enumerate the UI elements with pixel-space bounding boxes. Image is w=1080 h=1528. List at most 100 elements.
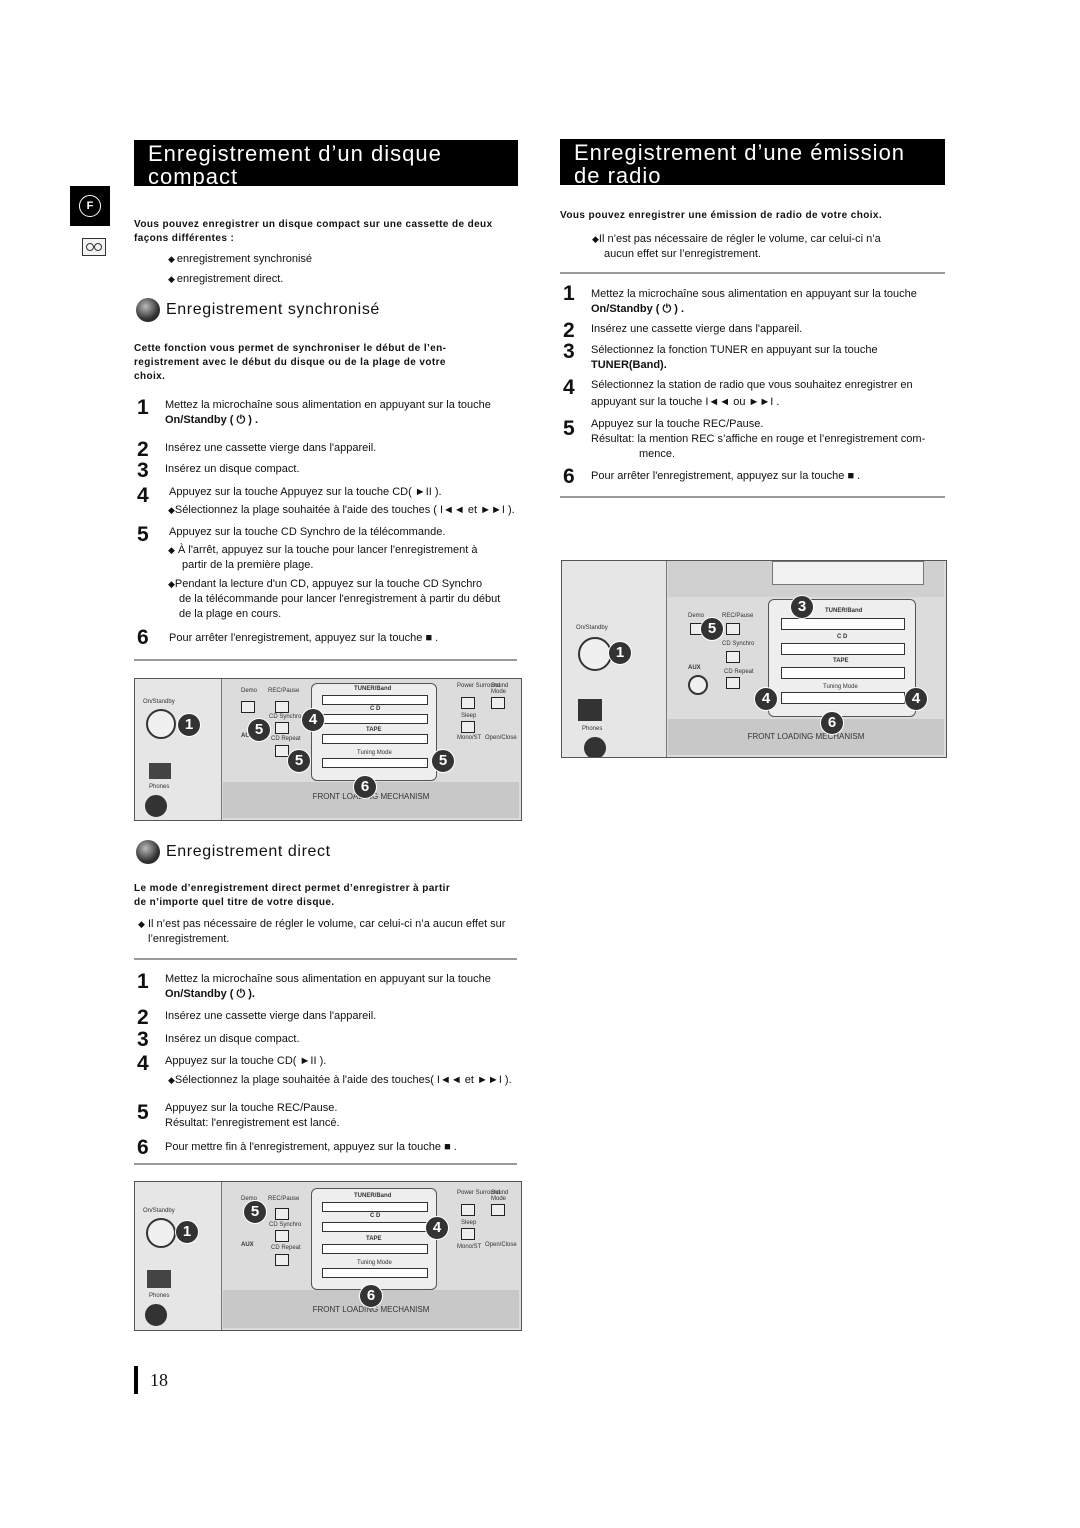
page-number-bar [134, 1366, 138, 1394]
bullet-item: ◆enregistrement synchronisé [168, 252, 312, 266]
surround-button [461, 1204, 475, 1216]
divider [134, 1163, 517, 1165]
standby-button [146, 709, 176, 739]
label-tuning-mode: Tuning Mode [357, 750, 392, 756]
sound-mode-button [491, 697, 505, 709]
step-line: On/Standby ( ⏻ ). [165, 988, 255, 1000]
label-open-close: Open/Close [485, 735, 517, 741]
step-text: Sélectionnez la station de radio que vou… [591, 378, 913, 410]
label-cd: C D [370, 706, 381, 712]
step-sub-text: Sélectionnez la plage souhaitée à l'aide… [174, 1074, 512, 1086]
label-on-standby: On/Standby [143, 699, 175, 705]
cd-repeat-button [275, 745, 289, 757]
cd-repeat-button [275, 1254, 289, 1266]
label-on-standby: On/Standby [576, 625, 608, 631]
aux-knob [688, 675, 708, 695]
step-text: Insérez une cassette vierge dans l'appar… [165, 442, 377, 454]
label-aux: AUX [688, 665, 701, 671]
intro-line: Le mode d’enregistrement direct permet d… [134, 883, 451, 894]
rec-pause-button [275, 1208, 289, 1220]
label-cd-synchro: CD Synchro [722, 641, 755, 647]
callout-5: 5 [287, 749, 311, 773]
divider [560, 272, 945, 274]
label-tuner-band: TUNER/Band [825, 608, 863, 614]
label-tuner-band: TUNER/Band [354, 686, 392, 692]
cd-synchro-button [275, 1230, 289, 1242]
sensor-window [149, 763, 171, 779]
ball-icon [136, 840, 160, 864]
diamond-icon: ◆ [168, 254, 175, 264]
callout-4: 4 [425, 1216, 449, 1240]
callout-5: 5 [431, 749, 455, 773]
step-number: 2 [563, 319, 575, 342]
control-cluster: TUNER/Band C D TAPE Tuning Mode [311, 683, 437, 781]
step-line: appuyant sur la touche I◄◄ ou ►►I . [591, 396, 780, 408]
step-line: Résultat: la mention REC s’affiche en ro… [591, 433, 926, 445]
intro-line: Vous pouvez enregistrer un disque compac… [134, 219, 493, 230]
step-sub: ◆Sélectionnez la plage souhaitée à l'aid… [168, 504, 515, 516]
label-demo: Demo [241, 1196, 258, 1202]
device-panel-direct: On/Standby Phones Demo REC/Pause CD Sync… [134, 1181, 522, 1331]
note-text: Il n’est pas nécessaire de régler le vol… [598, 233, 881, 245]
rec-pause-button [726, 623, 740, 635]
callout-6: 6 [353, 775, 377, 799]
diamond-icon: ◆ [168, 274, 175, 284]
bullet-text: enregistrement synchronisé [176, 253, 313, 265]
label-cd-repeat: CD Repeat [724, 669, 754, 675]
callout-1: 1 [608, 641, 632, 665]
step-text: Pour arrêter l'enregistrement, appuyez s… [591, 470, 861, 482]
label-power-surround: Power Surround [457, 683, 501, 689]
direct-note: ◆ Il n’est pas nécessaire de régler le v… [138, 918, 506, 945]
step-number: 6 [137, 626, 149, 649]
phones-jack [584, 737, 606, 757]
step-text: Appuyez sur la touche Appuyez sur la tou… [169, 486, 442, 498]
label-cd: C D [837, 634, 848, 640]
sensor-window [147, 1270, 171, 1288]
intro-line: de n’importe quel titre de votre disque. [134, 897, 335, 908]
step-line: Appuyez sur la touche REC/Pause. [591, 418, 764, 430]
control-cluster: TUNER/Band C D TAPE Tuning Mode [768, 599, 916, 717]
step-number: 1 [137, 970, 149, 993]
label-phones: Phones [582, 726, 603, 732]
step-line: Mettez la microchaîne sous alimentation … [165, 399, 491, 411]
callout-4: 4 [301, 708, 325, 732]
right-section-title: Enregistrement d’une émission de radio [560, 139, 945, 187]
left-title-line1: Enregistrement d’un disque [148, 141, 442, 166]
step-sub: ◆ À l'arrêt, appuyez sur la touche pour … [168, 544, 478, 571]
step-number: 2 [137, 438, 149, 461]
callout-1: 1 [177, 713, 201, 737]
label-tape: TAPE [833, 658, 849, 664]
label-sound-mode: Sound Mode [491, 1190, 509, 1202]
step-line: Résultat: l'enregistrement est lancé. [165, 1117, 340, 1129]
cd-synchro-button [275, 722, 289, 734]
label-demo: Demo [688, 613, 705, 619]
label-cd: C D [370, 1213, 381, 1219]
label-rec-pause: REC/Pause [268, 688, 300, 694]
right-note: ◆Il n’est pas nécessaire de régler le vo… [592, 233, 881, 260]
step-sub-text: de la télécommande pour lancer l'enregis… [179, 593, 501, 605]
label-tape: TAPE [366, 1236, 382, 1242]
surround-button [461, 697, 475, 709]
cassette-icon [82, 238, 106, 256]
step-text: Insérez une cassette vierge dans l'appar… [591, 323, 803, 335]
step-number: 6 [563, 465, 575, 488]
right-intro: Vous pouvez enregistrer une émission de … [560, 210, 883, 221]
label-mono-st: Mono/ST [457, 735, 482, 741]
step-number: 5 [137, 1101, 149, 1124]
step-line: TUNER(Band). [591, 359, 667, 371]
step-text: Appuyez sur la touche CD Synchro de la t… [169, 526, 446, 538]
direct-intro: Le mode d’enregistrement direct permet d… [134, 882, 518, 910]
label-cd-synchro: CD Synchro [269, 1222, 302, 1228]
sound-mode-button [491, 1204, 505, 1216]
step-line: mence. [639, 448, 676, 460]
step-line: Mettez la microchaîne sous alimentation … [165, 973, 491, 985]
step-line: Sélectionnez la fonction TUNER en appuya… [591, 344, 878, 356]
callout-4: 4 [754, 687, 778, 711]
label-tuner-band: TUNER/Band [354, 1193, 392, 1199]
label-sleep: Sleep [461, 1220, 477, 1226]
step-text: Insérez un disque compact. [165, 1033, 300, 1045]
callout-3: 3 [790, 595, 814, 619]
sync-heading-text: Enregistrement synchronisé [166, 301, 380, 319]
ball-icon [136, 298, 160, 322]
step-number: 1 [563, 282, 575, 305]
